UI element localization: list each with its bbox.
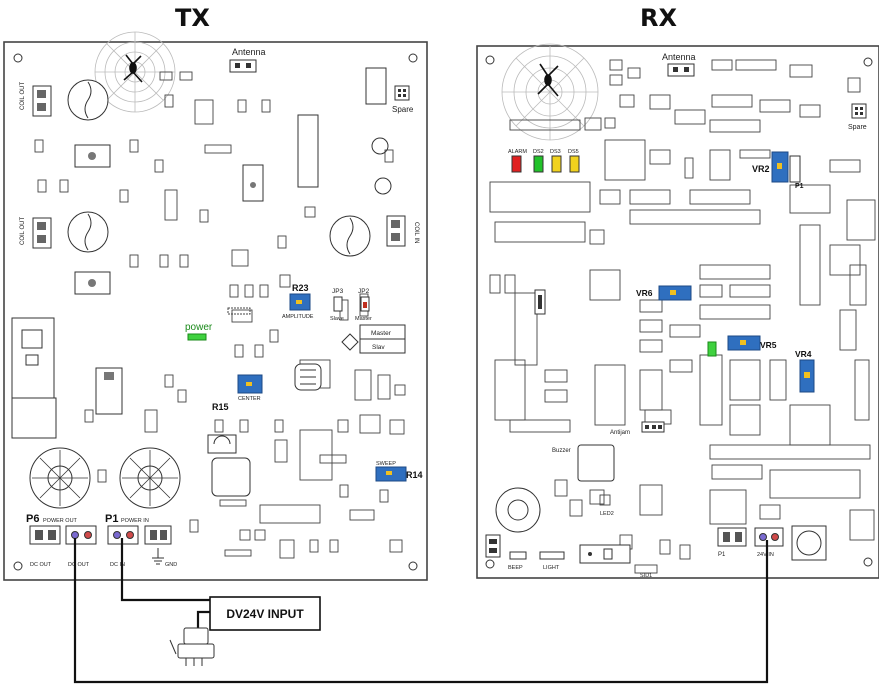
rx-24v-input-terminal[interactable] — [754, 527, 784, 547]
rx-antenna-label: Antenna — [662, 52, 696, 62]
mount-hole-icon — [408, 561, 418, 571]
tx-jp3-label: JP3 — [332, 288, 344, 295]
tx-dc-in: DC IN — [110, 562, 125, 568]
mount-hole-icon — [408, 53, 418, 63]
tx-p1-label: P1 — [105, 513, 118, 525]
buzzer — [577, 444, 615, 482]
coil-out-label: COIL OUT — [20, 217, 26, 245]
rx-antijam-label: Antijam — [610, 430, 630, 436]
relay — [11, 317, 55, 399]
gnd-terminal[interactable] — [144, 525, 172, 545]
spare-header — [851, 103, 867, 119]
tx-r14-label: R14 — [406, 470, 423, 480]
led-label: DS5 — [568, 149, 579, 155]
ic-chip — [365, 67, 387, 105]
relay — [579, 544, 631, 564]
ds5-led — [569, 155, 580, 173]
tx-jp2-label: JP2 — [358, 288, 370, 295]
rx-beep-label: BEEP — [508, 565, 523, 571]
rx-buzzer-label: Buzzer — [552, 448, 571, 454]
mount-hole-icon — [863, 557, 873, 567]
mount-hole-icon — [485, 559, 495, 569]
rx-vr5-label: VR5 — [760, 340, 777, 350]
tx-p1-sub: POWER IN — [121, 518, 149, 524]
ds3-led — [551, 155, 562, 173]
spider-icon — [537, 63, 559, 97]
rx-light-label: LIGHT — [543, 565, 560, 571]
rx-spare-label: Spare — [848, 124, 867, 131]
rx-dc-in-label: 24V IN — [757, 552, 774, 558]
tx-board: Antenna Spare COIL OUT COIL OUT COIL IN — [3, 31, 428, 581]
tx-master-small-label: Master — [355, 316, 372, 322]
tx-slave2-label: Slav — [372, 344, 385, 351]
p6-output-terminal[interactable] — [65, 525, 97, 545]
tx-spare-label: Spare — [392, 105, 414, 114]
tx-p6-sub: POWER OUT — [43, 518, 78, 524]
wire-tx-to-rx — [73, 538, 769, 684]
mount-hole-icon — [485, 55, 495, 65]
ds2-led — [533, 155, 544, 173]
tx-p6-label: P6 — [26, 513, 39, 525]
mount-hole-icon — [863, 57, 873, 67]
power-plug-icon — [169, 627, 215, 666]
wiring — [73, 538, 769, 684]
tx-power-label: power — [185, 322, 213, 333]
power-led — [187, 333, 207, 341]
tx-master-label: Master — [371, 330, 392, 337]
regulator — [95, 367, 123, 415]
coil-out-label: COIL OUT — [20, 82, 26, 110]
spider-web-icon — [501, 43, 599, 141]
tx-center-label: CENTER — [238, 396, 261, 402]
rx-title: RX — [640, 4, 677, 32]
tx-amplitude-label: AMPLITUDE — [282, 314, 314, 320]
rx-vr4-label: VR4 — [795, 349, 812, 359]
heatsink — [211, 457, 251, 497]
coil-in-label: COIL IN — [413, 222, 419, 243]
tx-gnd: GND — [165, 562, 177, 568]
wire-power-input — [120, 538, 210, 602]
rx-vr6-label: VR6 — [636, 288, 653, 298]
tx-slave-label: Slave — [330, 316, 344, 322]
led-label: DS2 — [533, 149, 544, 155]
ic-chip — [297, 114, 319, 188]
tx-title: TX — [175, 4, 210, 32]
tx-r23-label: R23 — [292, 283, 309, 293]
tx-r15-label: R15 — [212, 402, 229, 412]
small-components — [489, 59, 876, 574]
led-label: DS3 — [550, 149, 561, 155]
tx-sweep-label: SWEEP — [376, 461, 396, 467]
mount-hole-icon — [13, 53, 23, 63]
antenna-connector — [667, 63, 695, 77]
rx-led2-label: LED2 — [600, 511, 614, 517]
tx-dc-out-1: DC OUT — [30, 562, 52, 568]
rx-led-row: ALARM DS2 DS3 DS5 — [508, 149, 580, 173]
spider-icon — [123, 54, 143, 83]
spare-header — [394, 85, 410, 101]
rx-p1-small-label: P1 — [795, 183, 804, 190]
rx-p1-label: P1 — [718, 552, 726, 558]
wire-plug — [196, 610, 210, 628]
tx-dc-out-2: DC OUT — [68, 562, 90, 568]
antenna-connector — [229, 59, 257, 73]
rx-board: Antenna Spare ALARM DS2 DS3 DS5 — [476, 43, 879, 579]
rx-vr2-label: VR2 — [752, 164, 770, 174]
mount-hole-icon — [13, 561, 23, 571]
tx-antenna-label: Antenna — [232, 47, 266, 57]
green-led — [707, 341, 717, 357]
rx-side-terminal[interactable] — [485, 534, 501, 558]
dv24v-input-label: DV24V INPUT — [226, 607, 304, 621]
jp3-jumper[interactable] — [333, 296, 343, 312]
alarm-led — [511, 155, 522, 173]
led-label: ALARM — [508, 149, 527, 155]
rx-sid-label: SID1 — [640, 573, 652, 579]
dv24v-input-box — [209, 596, 321, 631]
